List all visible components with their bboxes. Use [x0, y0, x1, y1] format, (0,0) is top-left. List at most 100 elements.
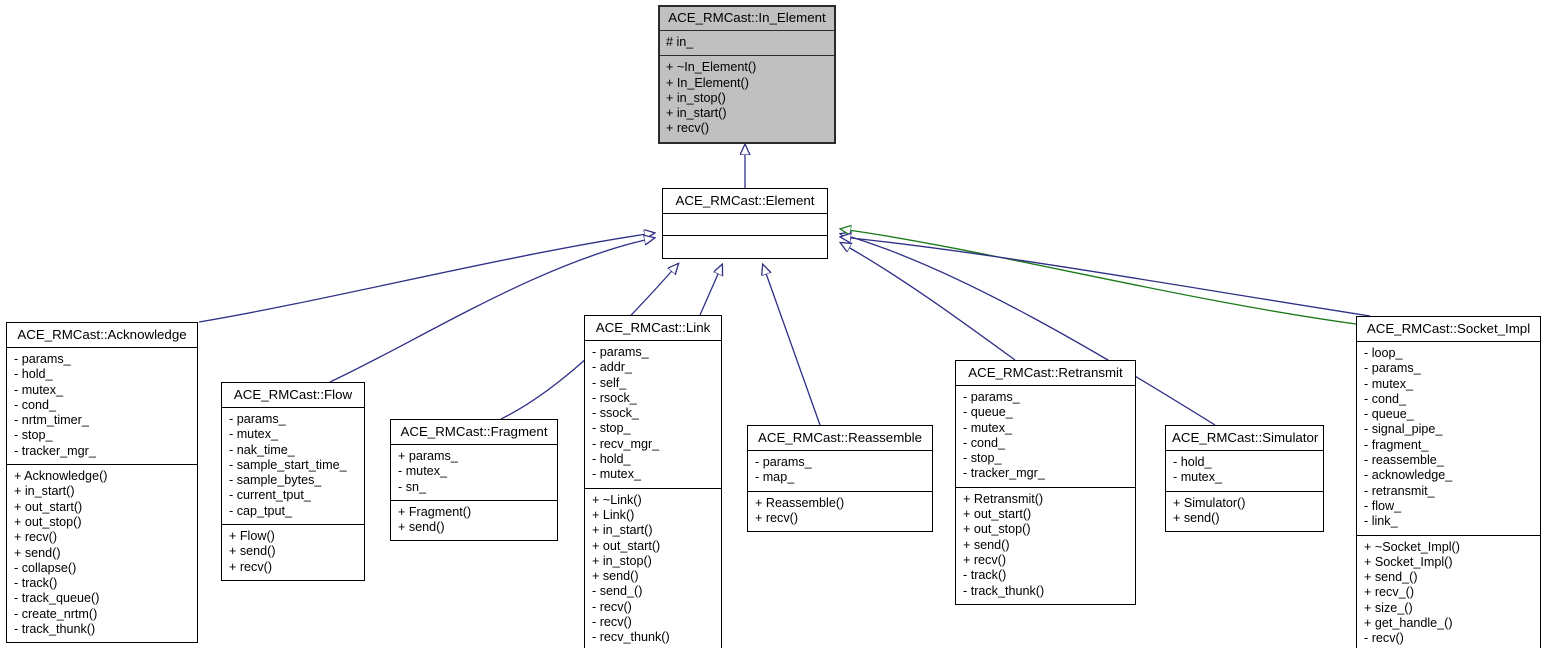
method-row: + recv() [14, 530, 58, 545]
method-row: + out_start() [592, 538, 661, 553]
attribute-row: - link_ [1364, 514, 1398, 529]
attribute-row: - stop_ [963, 451, 1002, 466]
method-row: + send() [229, 544, 276, 559]
class-methods-simulator: + Simulator()+ send() [1166, 492, 1323, 532]
class-box-socket_impl[interactable]: ACE_RMCast::Socket_Impl- loop_- params_-… [1356, 316, 1541, 648]
attribute-row: - recv_mgr_ [592, 436, 660, 451]
attribute-row: - cond_ [1364, 391, 1407, 406]
method-row: + send() [1173, 510, 1220, 525]
method-row: + in_start() [14, 484, 75, 499]
method-row: + ~Socket_Impl() [1364, 539, 1460, 554]
attribute-row: - mutex_ [592, 467, 641, 482]
class-box-simulator[interactable]: ACE_RMCast::Simulator- hold_- mutex_+ Si… [1165, 425, 1324, 533]
class-methods-flow: + Flow()+ send()+ recv() [222, 525, 364, 580]
class-box-link[interactable]: ACE_RMCast::Link- params_- addr_- self_-… [584, 315, 722, 648]
method-row: - create_nrtm() [14, 606, 98, 621]
attribute-row: - params_ [755, 455, 812, 469]
method-row: + out_stop() [14, 514, 82, 529]
edge-link-to-element [699, 265, 722, 316]
class-attributes-retransmit: - params_- queue_- mutex_- cond_- stop_-… [956, 386, 1135, 488]
edge-retransmit-to-element [841, 243, 1016, 361]
edge-acknowledge-to-element [198, 233, 654, 323]
method-row: - track_thunk() [14, 622, 96, 637]
class-methods-link: + ~Link()+ Link()+ in_start()+ out_start… [585, 489, 721, 648]
attribute-row: - stop_ [592, 421, 631, 436]
attribute-row: - mutex_ [963, 420, 1012, 435]
method-row: + out_start() [14, 499, 83, 514]
method-row: + recv_() [1364, 585, 1415, 600]
method-row: + Link() [592, 507, 635, 522]
class-box-reassemble[interactable]: ACE_RMCast::Reassemble- params_- map_+ R… [747, 425, 933, 533]
edge-socket_impl-to-element [841, 229, 1357, 325]
method-row: + in_stop() [592, 553, 652, 568]
attribute-row: - nak_time_ [229, 442, 295, 457]
attribute-row: - loop_ [1364, 346, 1403, 360]
class-box-element[interactable]: ACE_RMCast::Element [662, 188, 828, 259]
method-row: + Reassemble() [755, 495, 845, 510]
class-box-retransmit[interactable]: ACE_RMCast::Retransmit- params_- queue_-… [955, 360, 1136, 605]
method-row: + Retransmit() [963, 491, 1044, 506]
method-row: + send() [592, 569, 639, 584]
method-row: + recv() [666, 121, 710, 136]
attribute-row: - nrtm_timer_ [14, 413, 89, 428]
attribute-row: - rsock_ [592, 390, 637, 405]
class-title-retransmit: ACE_RMCast::Retransmit [956, 361, 1135, 386]
method-row: + send_() [1364, 570, 1418, 585]
attribute-row: - retransmit_ [1364, 483, 1435, 498]
class-box-in_element[interactable]: ACE_RMCast::In_Element# in_+ ~In_Element… [658, 5, 836, 144]
method-row: + in_stop() [666, 90, 726, 105]
attribute-row: - mutex_ [1364, 376, 1413, 391]
class-attributes-element [663, 214, 827, 236]
method-row: + Fragment() [398, 504, 472, 519]
class-title-fragment: ACE_RMCast::Fragment [391, 420, 557, 445]
method-row: - send_() [592, 584, 643, 599]
attribute-row: - queue_ [1364, 407, 1414, 422]
method-row: + In_Element() [666, 75, 749, 90]
class-attributes-fragment: + params_- mutex_- sn_ [391, 445, 557, 501]
attribute-row: - params_ [229, 412, 286, 426]
class-box-flow[interactable]: ACE_RMCast::Flow- params_- mutex_- nak_t… [221, 382, 365, 581]
method-row: + ~In_Element() [666, 60, 757, 75]
attribute-row: - acknowledge_ [1364, 468, 1453, 483]
class-attributes-acknowledge: - params_- hold_- mutex_- cond_- nrtm_ti… [7, 348, 197, 466]
attribute-row: - reassemble_ [1364, 453, 1444, 468]
attribute-row: # in_ [666, 35, 694, 49]
attribute-row: - sn_ [398, 479, 426, 494]
class-methods-retransmit: + Retransmit()+ out_start()+ out_stop()+… [956, 488, 1135, 604]
class-title-link: ACE_RMCast::Link [585, 316, 721, 341]
class-attributes-simulator: - hold_- mutex_ [1166, 451, 1323, 492]
attribute-row: - ssock_ [592, 406, 639, 421]
attribute-row: - mutex_ [1173, 470, 1222, 485]
class-title-in_element: ACE_RMCast::In_Element [659, 6, 835, 31]
attribute-row: - current_tput_ [229, 488, 311, 503]
attribute-row: - signal_pipe_ [1364, 422, 1443, 437]
class-attributes-link: - params_- addr_- self_- rsock_- ssock_-… [585, 341, 721, 489]
class-methods-element [663, 236, 827, 258]
class-box-acknowledge[interactable]: ACE_RMCast::Acknowledge- params_- hold_-… [6, 322, 198, 644]
attribute-row: - cap_tput_ [229, 503, 293, 518]
class-methods-reassemble: + Reassemble()+ recv() [748, 492, 932, 532]
method-row: - track() [14, 576, 58, 591]
method-row: - recv() [592, 615, 632, 630]
attribute-row: - cond_ [963, 435, 1006, 450]
attribute-row: - mutex_ [14, 382, 63, 397]
attribute-row: - stop_ [14, 428, 53, 443]
method-row: + out_stop() [963, 522, 1031, 537]
attribute-row: - params_ [592, 345, 649, 359]
class-attributes-in_element: # in_ [659, 31, 835, 57]
method-row: + get_handle_() [1364, 616, 1453, 631]
method-row: - collapse() [14, 560, 77, 575]
class-title-element: ACE_RMCast::Element [663, 189, 827, 214]
attribute-row: - hold_ [14, 367, 53, 382]
class-methods-in_element: + ~In_Element()+ In_Element()+ in_stop()… [659, 56, 835, 143]
attribute-row: - tracker_mgr_ [14, 443, 96, 458]
class-title-flow: ACE_RMCast::Flow [222, 383, 364, 408]
class-methods-fragment: + Fragment()+ send() [391, 501, 557, 541]
attribute-row: - params_ [1364, 361, 1421, 376]
attribute-row: - cond_ [14, 397, 57, 412]
class-box-fragment[interactable]: ACE_RMCast::Fragment+ params_- mutex_- s… [390, 419, 558, 542]
attribute-row: - params_ [14, 352, 71, 366]
edge-socket_impl-inherit-element [841, 237, 1371, 317]
class-title-simulator: ACE_RMCast::Simulator [1166, 426, 1323, 451]
